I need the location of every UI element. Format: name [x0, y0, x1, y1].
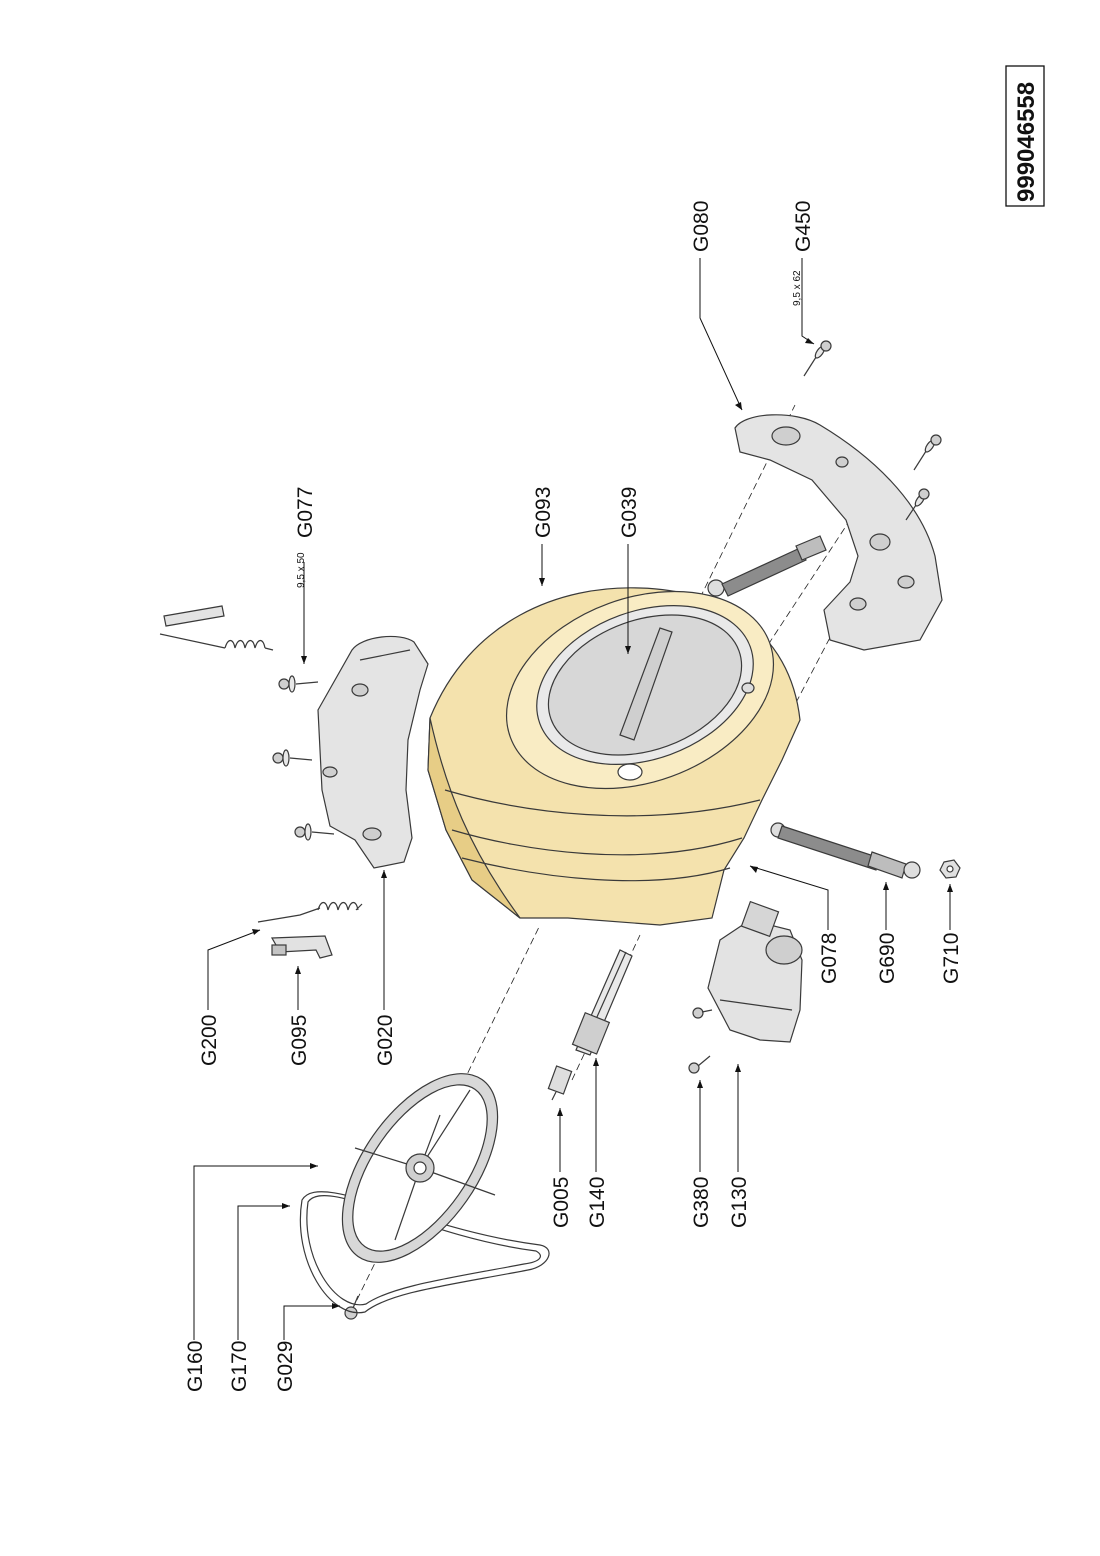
dimension-g450: 9,5 x 62: [792, 270, 803, 306]
g077-screws: [272, 675, 335, 841]
label-g450: G450: [792, 201, 815, 252]
document-number-box: 999046558: [1005, 65, 1045, 207]
g029-screw: [344, 1295, 359, 1320]
g710-nut: [939, 859, 961, 879]
label-g130: G130: [728, 1177, 751, 1228]
label-g170: G170: [228, 1341, 251, 1392]
top-spring-bracket: [159, 605, 274, 651]
g020-counterweight: [317, 635, 429, 869]
g078-shock-absorber: [770, 822, 921, 879]
g160-pulley: [341, 1073, 499, 1263]
g200-spring: [257, 901, 363, 923]
g005-sensor: [547, 1065, 573, 1101]
label-g093: G093: [532, 487, 555, 538]
g095-bracket: [270, 935, 333, 959]
label-g200: G200: [198, 1015, 221, 1066]
label-g710: G710: [940, 933, 963, 984]
label-g005: G005: [550, 1177, 573, 1228]
label-g078: G078: [818, 933, 841, 984]
document-number: 999046558: [1013, 82, 1040, 202]
label-g380: G380: [690, 1177, 713, 1228]
label-g690: G690: [876, 933, 899, 984]
label-g077: G077: [294, 487, 317, 538]
label-g020: G020: [374, 1015, 397, 1066]
label-g029: G029: [274, 1341, 297, 1392]
g130-drain-pump: [707, 900, 803, 1043]
upper-shock-absorber: [707, 535, 827, 597]
label-g039: G039: [618, 487, 641, 538]
label-g160: G160: [184, 1341, 207, 1392]
leader-lines: [193, 258, 953, 1340]
label-g095: G095: [288, 1015, 311, 1066]
callout-labels: G160 G170 G029 G200 G095 G020 G005 G140 …: [184, 201, 963, 1392]
label-g140: G140: [586, 1177, 609, 1228]
g093-tub: [427, 587, 801, 926]
g380-screws: [688, 1007, 713, 1074]
g450-screws: [803, 340, 942, 521]
g080-counterweight: [734, 414, 943, 651]
g140-heater: [571, 949, 633, 1056]
dimension-g077: 9,5 x 50: [296, 552, 307, 588]
label-g080: G080: [690, 201, 713, 252]
